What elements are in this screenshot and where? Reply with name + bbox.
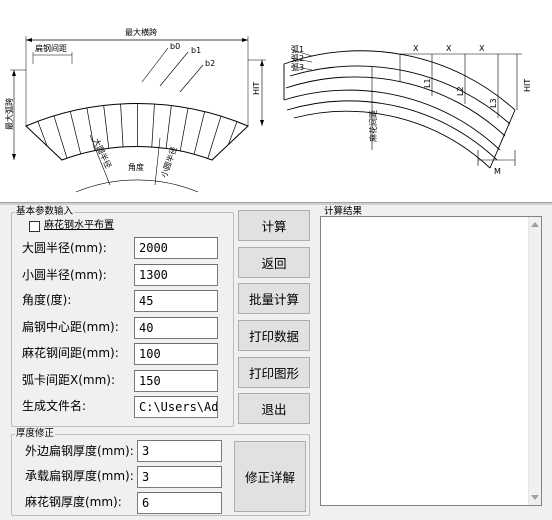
- big-radius-label: 大圆半径(mm):: [22, 241, 107, 255]
- output-file-input[interactable]: C:\Users\Admi: [134, 396, 218, 418]
- flat-center-distance-input[interactable]: 40: [134, 317, 218, 339]
- arc-clip-spacing-input[interactable]: 150: [134, 370, 218, 392]
- bearing-flat-thickness-label: 承载扁钢厚度(mm):: [25, 469, 134, 483]
- scroll-down-icon[interactable]: [531, 495, 539, 500]
- label-max-span: 最大横跨: [125, 27, 157, 37]
- calc-button[interactable]: 计算: [238, 210, 310, 241]
- flat-center-distance-label: 扁钢中心距(mm):: [22, 320, 119, 334]
- arc-bands: [283, 50, 516, 169]
- label-x3: X: [479, 44, 485, 53]
- fan-hatch-line: [278, 173, 349, 202]
- fan-hatch-line: [0, 148, 14, 202]
- fan-hatch-line: [119, 103, 126, 160]
- label-arc1: 弧1: [291, 44, 304, 54]
- big-radius-input[interactable]: 2000: [134, 237, 218, 259]
- angle-label: 角度(度):: [22, 293, 72, 307]
- small-radius-label: 小圆半径(mm):: [22, 268, 107, 282]
- result-scrollbar[interactable]: [528, 217, 541, 505]
- twisted-thickness-label: 麻花钢厚度(mm):: [25, 495, 122, 509]
- arc-clip-spacing-label: 弧卡间距X(mm):: [22, 373, 116, 387]
- label-arc3: 弧3: [291, 62, 304, 72]
- result-title: 计算结果: [323, 206, 364, 217]
- small-radius-input[interactable]: 1300: [134, 264, 218, 286]
- diagram-panel: 最大横跨 扁钢间距 b0 b1 b2 最大弧跨 大圆半径 小圆半径 角度 HIT: [0, 0, 552, 202]
- fan-hatch-line: [240, 128, 248, 160]
- label-small-radius: 小圆半径: [158, 145, 178, 178]
- basic-params-group: [11, 212, 234, 427]
- scroll-up-icon[interactable]: [531, 222, 539, 227]
- thickness-title: 厚度修正: [15, 428, 56, 439]
- label-x2: X: [446, 44, 452, 53]
- label-l1: L1: [423, 78, 432, 88]
- label-hit-left: HIT: [252, 82, 261, 95]
- fan-hatch-line: [0, 138, 24, 203]
- twisted-spacing-input[interactable]: 100: [134, 343, 218, 365]
- fan-hatch-line: [270, 160, 336, 202]
- grating-diagram: 最大横跨 扁钢间距 b0 b1 b2 最大弧跨 大圆半径 小圆半径 角度 HIT: [0, 27, 532, 203]
- separator: [0, 202, 552, 205]
- label-m: M: [494, 167, 501, 176]
- outer-flat-thickness-input[interactable]: 3: [137, 440, 222, 462]
- label-b2: b2: [205, 59, 215, 68]
- twisted-spacing-label: 麻花钢间距(mm):: [22, 346, 119, 360]
- exit-button[interactable]: 退出: [238, 393, 310, 424]
- label-angle: 角度: [128, 162, 144, 172]
- horizontal-checkbox-label[interactable]: 麻花钢水平布置: [44, 220, 114, 231]
- back-button[interactable]: 返回: [238, 247, 310, 278]
- bearing-flat-thickness-input[interactable]: 3: [137, 466, 222, 488]
- label-b1: b1: [191, 46, 201, 55]
- label-l3: L3: [489, 98, 498, 108]
- result-textarea[interactable]: [320, 216, 542, 506]
- label-twisted-spacing: 麻花间距: [368, 110, 378, 142]
- label-x1: X: [413, 44, 419, 53]
- horizontal-checkbox[interactable]: [29, 221, 40, 232]
- label-b0: b0: [170, 42, 180, 51]
- print-data-button[interactable]: 打印数据: [238, 320, 310, 351]
- label-max-arch-height: 最大弧跨: [4, 98, 14, 130]
- correction-detail-button[interactable]: 修正详解: [234, 441, 306, 512]
- batch-calc-button[interactable]: 批量计算: [238, 283, 310, 314]
- result-content: [321, 217, 541, 221]
- angle-input[interactable]: 45: [134, 290, 218, 312]
- thickness-group: [11, 434, 310, 516]
- fan-hatch-line: [0, 160, 5, 202]
- fan-hatch-line: [251, 138, 308, 202]
- label-flat-spacing: 扁钢间距: [35, 43, 67, 53]
- output-file-label: 生成文件名:: [22, 399, 87, 413]
- print-graph-button[interactable]: 打印图形: [238, 357, 310, 388]
- basic-params-title: 基本参数输入: [15, 206, 75, 217]
- fan-hatch-line: [287, 186, 362, 202]
- fan-outline: [25, 103, 249, 161]
- label-arc2: 弧2: [291, 53, 304, 63]
- outer-flat-thickness-label: 外边扁钢厚度(mm):: [25, 444, 134, 458]
- twisted-thickness-input[interactable]: 6: [137, 492, 222, 514]
- fan-hatch-line: [260, 149, 322, 202]
- fan-hatch-line: [26, 127, 35, 160]
- label-l2: L2: [456, 86, 465, 96]
- label-hit-right: HIT: [523, 79, 532, 92]
- fan-hatch-line: [149, 103, 156, 160]
